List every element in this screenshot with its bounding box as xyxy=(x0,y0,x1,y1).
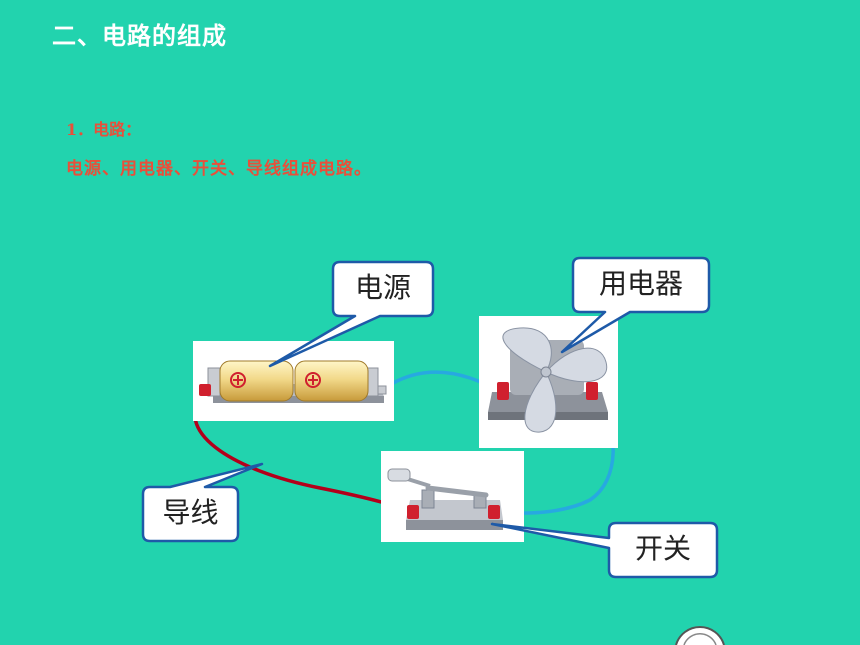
callout-switch xyxy=(490,521,719,579)
callout-power-source xyxy=(268,260,435,368)
point-text: 电源、用电器、开关、导线组成电路。 xyxy=(66,159,372,179)
point-label: 1．电路： xyxy=(66,120,142,139)
label-power-source: 电源 xyxy=(354,271,411,304)
battery-image xyxy=(193,341,394,421)
slide-title: 二、电路的组成 xyxy=(52,22,227,50)
callout-appliance xyxy=(560,256,711,354)
switch-image xyxy=(381,451,524,542)
decorative-clock-icon xyxy=(675,626,725,645)
callout-wire xyxy=(141,462,264,543)
label-wire: 导线 xyxy=(162,496,219,529)
fan-image xyxy=(479,316,618,448)
label-appliance: 用电器 xyxy=(598,267,683,300)
label-switch: 开关 xyxy=(634,532,691,565)
